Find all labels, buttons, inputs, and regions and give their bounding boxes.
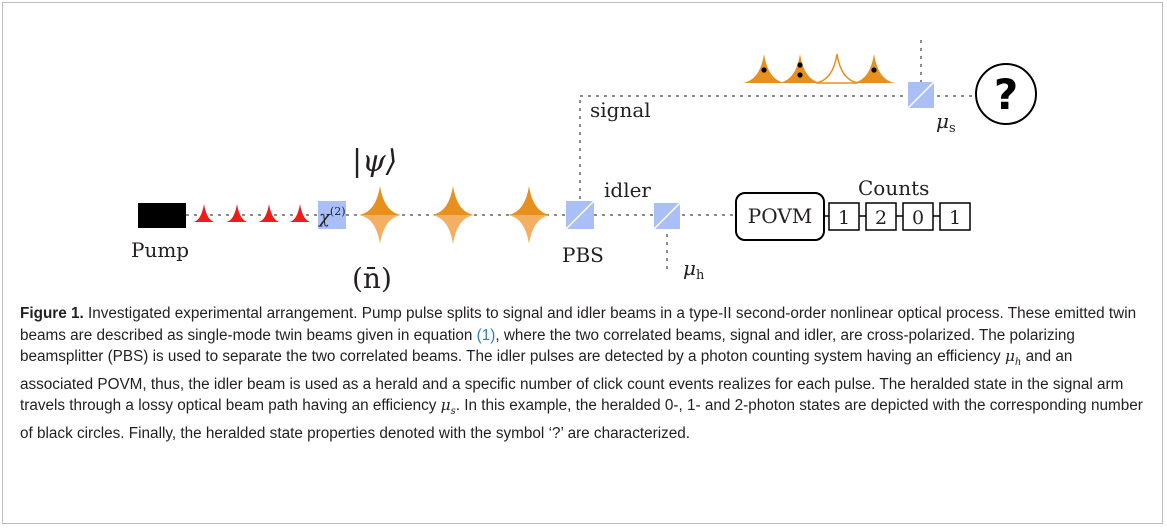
pbs-label: PBS — [562, 243, 604, 267]
caption-text: and an associated POVM, thus, the idler … — [20, 348, 1124, 415]
count-box — [902, 202, 934, 231]
counts-label: Counts — [858, 176, 929, 200]
equation-reference-link[interactable]: (1) — [476, 326, 496, 344]
idler-loss-beamsplitter — [653, 202, 681, 230]
idler-pulse — [359, 215, 401, 244]
photon-dot — [797, 72, 803, 78]
photon-dot — [797, 62, 803, 68]
counts-sequence: 1 2 0 1 — [828, 202, 971, 231]
pump-pulse — [289, 204, 311, 222]
figure-caption: Figure 1. Investigated experimental arra… — [20, 303, 1145, 444]
polarizing-beamsplitter — [565, 200, 595, 230]
povm-label: POVM — [748, 204, 812, 228]
signal-loss-beamsplitter — [907, 81, 935, 109]
question-mark-icon: ? — [994, 70, 1018, 119]
count-value: 2 — [875, 207, 887, 229]
caption-text: , where the two correlated beams, signal… — [20, 326, 1075, 366]
signal-pulse — [432, 186, 474, 215]
caption-text: Investigated experimental arrangement. P… — [20, 305, 1137, 344]
heralded-pulse-2-photon — [779, 54, 821, 83]
signal-pulse — [359, 186, 401, 215]
nonlinear-crystal — [318, 201, 346, 229]
caption-label: Figure 1. — [20, 305, 84, 322]
pump-pulse — [226, 204, 248, 222]
count-box — [939, 202, 971, 231]
pump-pulse — [258, 204, 280, 222]
photon-dot — [761, 67, 767, 73]
heralded-pulse-0-photon — [815, 53, 859, 84]
twin-pulses — [359, 186, 550, 244]
caption-mu-s: μs — [440, 396, 456, 418]
pump-label: Pump — [131, 238, 189, 262]
chi2-label: χ(2) — [317, 205, 346, 228]
signal-efficiency-label: μs — [936, 109, 956, 136]
count-value: 1 — [949, 207, 961, 229]
experiment-diagram: Pump χ(2) |ψ⟩ (n̄) PBS signal idler μh P… — [131, 40, 1037, 295]
count-value: 1 — [838, 207, 850, 229]
heralded-signal-pulses — [743, 53, 895, 84]
idler-label: idler — [604, 178, 651, 202]
beam-paths — [186, 40, 976, 270]
pump-laser — [138, 203, 186, 228]
count-box — [865, 202, 897, 231]
caption-text: . In this example, the heralded 0-, 1- a… — [20, 397, 1143, 442]
idler-pulse — [508, 215, 550, 244]
unknown-state-circle — [975, 63, 1037, 125]
mean-photon-number-label: (n̄) — [352, 262, 392, 295]
psi-state-label: |ψ⟩ — [352, 144, 397, 179]
caption-mu-h: μh — [1004, 347, 1022, 369]
photon-dot — [871, 67, 877, 73]
idler-efficiency-label: μh — [683, 256, 705, 283]
pump-pulses — [193, 204, 311, 222]
pump-pulse — [193, 204, 215, 222]
signal-label: signal — [590, 98, 651, 122]
count-box — [828, 202, 860, 231]
idler-pulse — [432, 215, 474, 244]
count-value: 0 — [912, 207, 924, 229]
signal-pulse — [508, 186, 550, 215]
